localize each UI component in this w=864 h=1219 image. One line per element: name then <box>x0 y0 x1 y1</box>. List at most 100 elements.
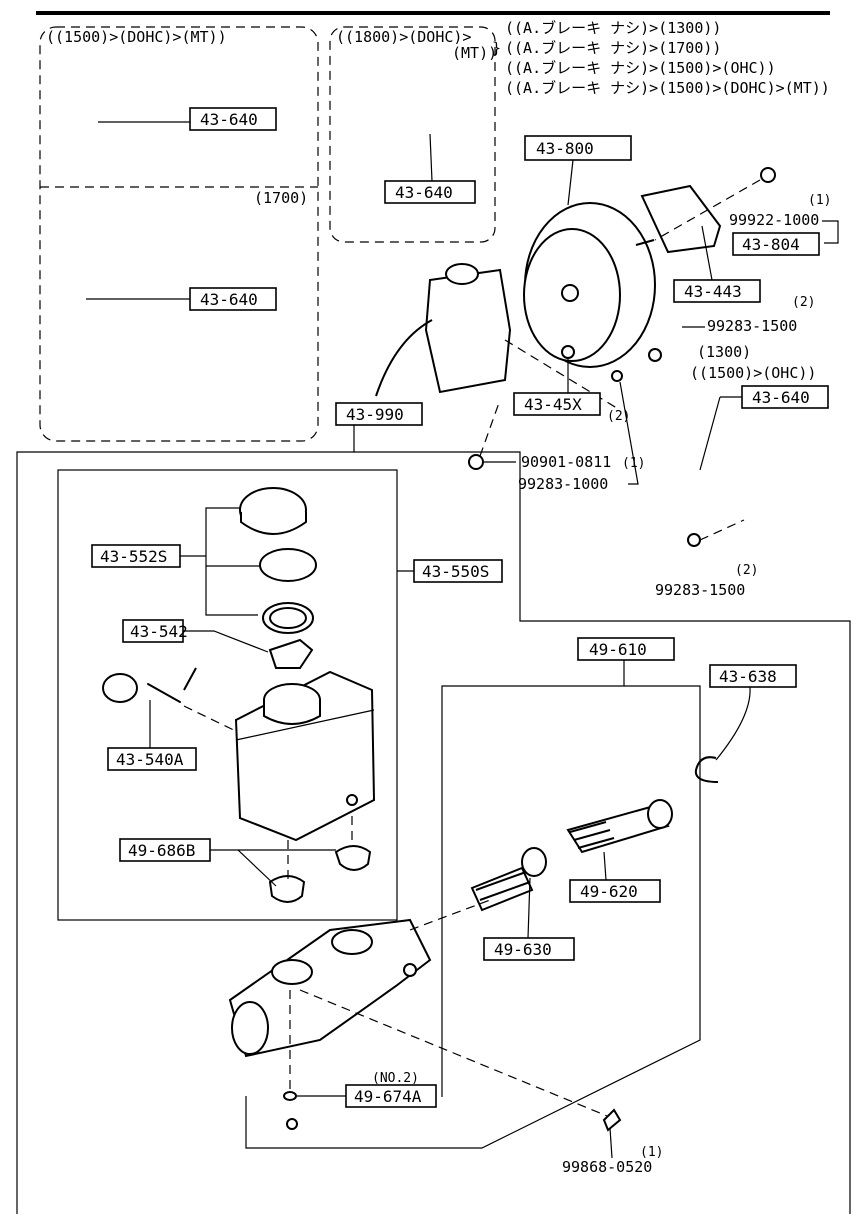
outline-43-990-right <box>354 451 851 1214</box>
dashline-mc-piston <box>409 899 491 931</box>
part-number-49-610: 49-610 <box>589 640 647 659</box>
label-no2: (NO.2) <box>372 1071 419 1086</box>
part-box-49-610[interactable] <box>577 637 675 661</box>
leader-43-542 <box>183 630 269 653</box>
part-box-43-640-d[interactable] <box>741 385 829 409</box>
screw-99868 <box>602 1108 622 1132</box>
dashline-booster-nut <box>654 179 761 241</box>
part-box-43-45x[interactable] <box>513 392 601 416</box>
part-number-43-540a: 43-540A <box>116 750 184 769</box>
fastener-90901: 90901-0811 <box>521 453 611 471</box>
leader-99868 <box>609 1127 613 1159</box>
fastener-99922: 99922-1000 <box>729 211 819 229</box>
part-box-49-686b[interactable] <box>119 838 211 862</box>
fastener-99283-1500-b: 99283-1500 <box>655 581 745 599</box>
part-box-43-550s[interactable] <box>413 559 503 583</box>
part-box-43-800[interactable] <box>524 135 632 161</box>
leader-43-552s-bracket <box>205 507 258 616</box>
part-box-43-640-b[interactable] <box>189 287 277 311</box>
variant-label-1800-a: ((1800)>(DOHC)> <box>336 28 471 46</box>
part-box-43-443[interactable] <box>673 279 761 303</box>
leader-49-630 <box>527 877 531 939</box>
part-box-49-620[interactable] <box>569 879 661 903</box>
part-box-43-540a[interactable] <box>107 747 197 771</box>
qty-99283-1500-a: (2) <box>792 295 815 310</box>
leader-43-640-c <box>429 133 433 182</box>
booster-stud <box>635 239 655 246</box>
level-sensor <box>147 683 181 703</box>
outline-43-990-left <box>16 425 355 1214</box>
fastener-99868: 99868-0520 <box>562 1158 652 1176</box>
part-box-43-804[interactable] <box>732 232 820 256</box>
part-number-43-542: 43-542 <box>130 622 188 641</box>
variant-label-1300: (1300) <box>697 343 751 361</box>
part-box-43-640-c[interactable] <box>384 180 476 204</box>
variant-box-1800 <box>329 26 496 243</box>
leader-43-640-d-b <box>699 396 721 471</box>
part-number-43-552s: 43-552S <box>100 547 167 566</box>
leader-99283-1000 <box>619 381 639 485</box>
fastener-99283-1500-a: 99283-1500 <box>707 317 797 335</box>
master-cylinder-assy <box>424 268 512 394</box>
part-number-43-640-b: 43-640 <box>200 290 258 309</box>
o-ring <box>283 1091 297 1101</box>
primary-spring <box>569 821 615 849</box>
qty-90901: (1) <box>622 456 645 471</box>
clamp-99283-1500-a <box>648 348 662 362</box>
part-box-43-552s[interactable] <box>91 544 181 568</box>
part-number-43-550s: 43-550S <box>422 562 489 581</box>
hose-1800-outline <box>355 57 460 171</box>
nut-99922 <box>760 167 776 183</box>
part-box-43-990[interactable] <box>335 402 423 426</box>
sensor-wire-loop <box>102 673 138 703</box>
reservoir-cap-top <box>445 263 479 285</box>
variant-label-1800-b: (MT)) <box>452 44 497 62</box>
part-number-49-620: 49-620 <box>580 882 638 901</box>
leader-43-443 <box>701 225 713 281</box>
cap-diaphragm <box>259 548 317 582</box>
mc-flange-hole <box>403 963 417 977</box>
booster-gasket <box>640 184 722 254</box>
applicability-3: ((A.ブレーキ ナシ)>(1500)>(OHC)) <box>505 59 776 77</box>
sensor-connector <box>183 667 197 691</box>
leader-43-990-arrow <box>375 319 433 397</box>
hose-1700-outline <box>65 215 108 391</box>
circlip <box>694 756 719 783</box>
nut-90901 <box>468 454 484 470</box>
part-number-43-640-a: 43-640 <box>200 110 258 129</box>
part-box-49-674a[interactable] <box>345 1084 437 1108</box>
variant-label-1500-ohc: ((1500)>(OHC)) <box>690 364 816 382</box>
part-number-43-640-d: 43-640 <box>752 388 810 407</box>
grommet-b <box>268 875 306 903</box>
reservoir-neck-thread <box>263 700 321 725</box>
applicability-4: ((A.ブレーキ ナシ)>(1500)>(DOHC)>(MT)) <box>505 79 830 97</box>
hose-1500-fill <box>61 63 110 151</box>
dashline-clamp-b <box>699 519 745 541</box>
part-box-43-638[interactable] <box>709 664 797 688</box>
part-number-49-630: 49-630 <box>494 940 552 959</box>
mc-port-a <box>271 959 313 985</box>
part-number-43-638: 43-638 <box>719 667 777 686</box>
part-box-49-630[interactable] <box>483 937 575 961</box>
mc-port-b <box>331 929 373 955</box>
variant-box-1500-1700 <box>39 26 319 442</box>
kit-box-49-610-left <box>441 660 625 1097</box>
leader-49-686b-a <box>210 849 277 887</box>
part-number-43-640-c: 43-640 <box>395 183 453 202</box>
dashline-nut-mc <box>479 399 501 457</box>
part-box-43-542[interactable] <box>122 619 184 643</box>
booster-pushrod-hole <box>561 284 579 302</box>
kit-box-49-610-right <box>245 685 701 1149</box>
part-box-43-640-a[interactable] <box>189 107 277 131</box>
secondary-piston <box>521 847 547 877</box>
dashline-mc-booster <box>504 339 621 411</box>
reservoir-seam <box>235 709 375 741</box>
dashline-mc-screw <box>299 989 613 1119</box>
part-number-43-800: 43-800 <box>536 139 594 158</box>
reservoir-filter <box>268 638 314 669</box>
reservoir-pin <box>346 794 358 806</box>
applicability-1: ((A.ブレーキ ナシ)>(1300)) <box>505 19 721 37</box>
part-number-43-804: 43-804 <box>742 235 800 254</box>
applicability-brace: } <box>492 39 501 57</box>
